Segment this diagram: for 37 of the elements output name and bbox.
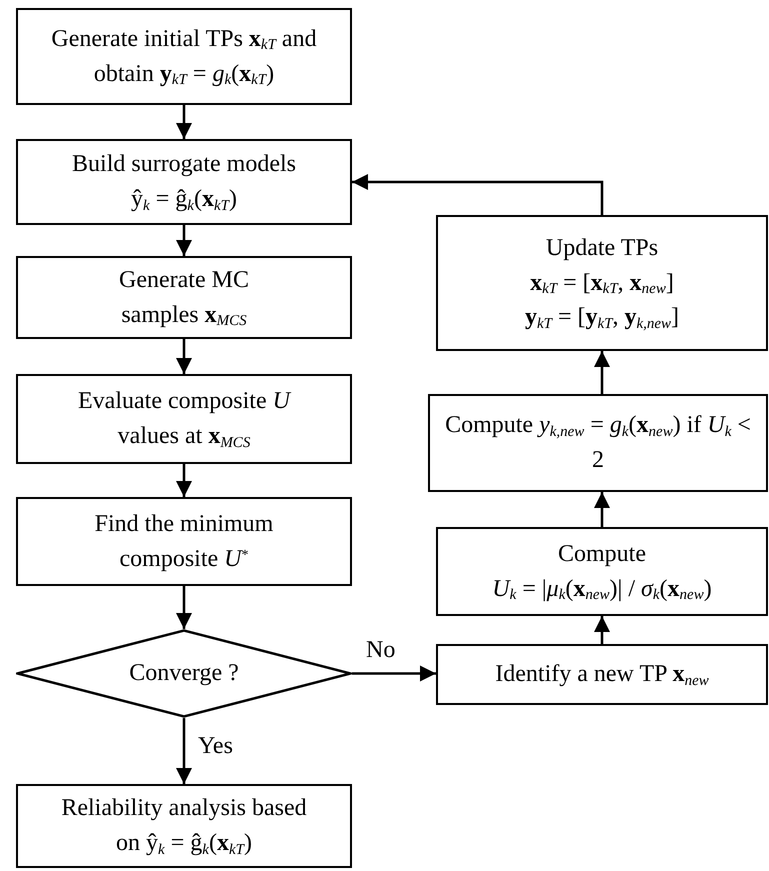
box-text: y$_{kT}$ = [y$_{kT}$, y$_{k,new}$] — [524, 303, 680, 334]
box-text: Find the minimum composite U$^{*}$ — [94, 510, 274, 574]
process-box — [16, 8, 352, 105]
box-text: ŷ$_{k}$ = ĝ$_{k}$(x$_{kT}$) — [131, 185, 237, 216]
arrow — [176, 718, 192, 784]
arrow — [176, 105, 192, 139]
process-box — [436, 215, 768, 351]
arrow — [594, 616, 610, 644]
box-text: Converge ? — [129, 659, 239, 688]
process-box — [436, 644, 768, 705]
box-text: Build surrogate models — [72, 150, 296, 180]
box-text: Identify a new TP x$_{new}$ — [495, 660, 709, 691]
box-text: Generate MC samples x$_{MCS}$ — [118, 266, 250, 332]
process-box — [16, 139, 352, 225]
process-box — [16, 497, 352, 586]
box-text: Evaluate composite U values at x$_{MCS}$ — [77, 387, 292, 453]
arrow — [352, 174, 604, 215]
box-text: Update TPs — [546, 234, 658, 263]
arrow — [176, 586, 192, 629]
box-text: Compute y$_{k,new}$ = g$_{k}$(x$_{new}$) if U$_{k}$ < 2 — [444, 411, 752, 475]
box-text: Generate initial TPs x$_{kT}$ and obtain y$_{kT}$ = g$_{k}$(x$_{kT}$) — [50, 24, 318, 90]
decision-diamond — [16, 629, 352, 718]
arrow — [176, 339, 192, 374]
box-text: U$_{k}$ = |μ$_{k}$(x$_{new}$)| / σ$_{k}$(x$_{new}$) — [492, 574, 712, 606]
box-text: x$_{kT}$ = [x$_{kT}$, x$_{new}$] — [530, 268, 674, 300]
process-box — [16, 256, 352, 339]
process-box — [16, 374, 352, 464]
arrow — [176, 225, 192, 256]
box-text: Reliability analysis based on ŷ$_{k}$ = ĝ$_{k}$(x$_{kT}$) — [60, 794, 308, 860]
box-text: Compute — [558, 540, 646, 569]
process-box — [436, 527, 768, 616]
arrow — [176, 464, 192, 497]
arrow — [594, 351, 610, 394]
arrow — [594, 492, 610, 527]
process-box — [16, 784, 352, 868]
process-box — [428, 394, 768, 492]
arrow — [352, 666, 436, 682]
